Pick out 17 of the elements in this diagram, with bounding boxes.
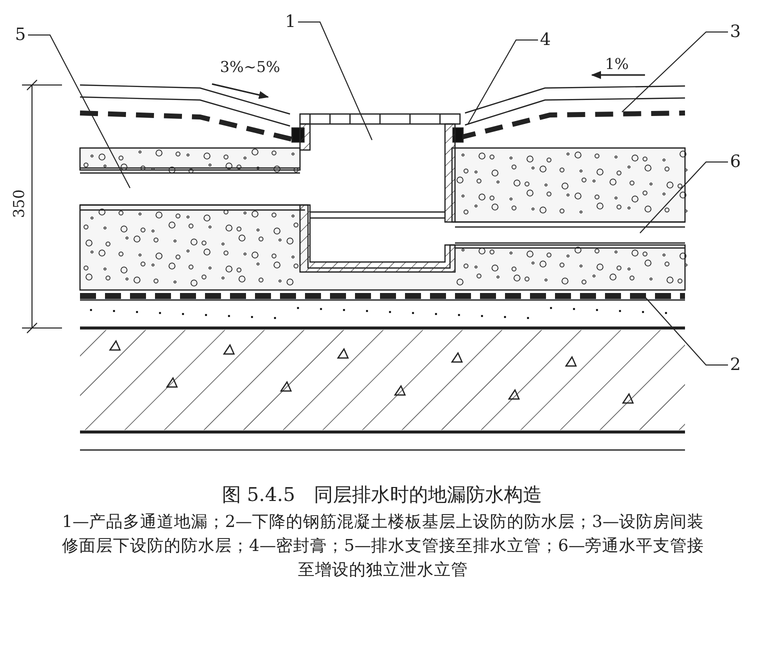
callout-number: 4	[540, 30, 551, 50]
leader-line	[644, 296, 728, 366]
callout-number: 1	[285, 12, 296, 32]
figure-caption: 1—产品多通道地漏；2—下降的钢筋混凝土楼板基层上设防的防水层；3—设防房间装修面层下设防的防水层；4—密封膏；5—排水支管接至排水立管；6—旁通水平支管接至增设的独立泄水立管	[61, 511, 705, 581]
leader-line	[468, 40, 538, 124]
leader-line	[28, 34, 130, 188]
callout-number: 6	[730, 152, 741, 172]
figure-title: 图 5.4.5 同层排水时的地漏防水构造	[220, 483, 544, 508]
slope-label: 3%~5%	[220, 58, 280, 76]
leader-line	[622, 32, 728, 112]
dimension-label: 350	[10, 189, 28, 218]
leader-line	[640, 162, 728, 234]
callout-number: 2	[730, 355, 741, 375]
leader-line	[298, 22, 372, 140]
slope-label: 1%	[605, 55, 629, 73]
callout-number: 5	[15, 25, 26, 45]
callout-number: 3	[730, 22, 741, 42]
